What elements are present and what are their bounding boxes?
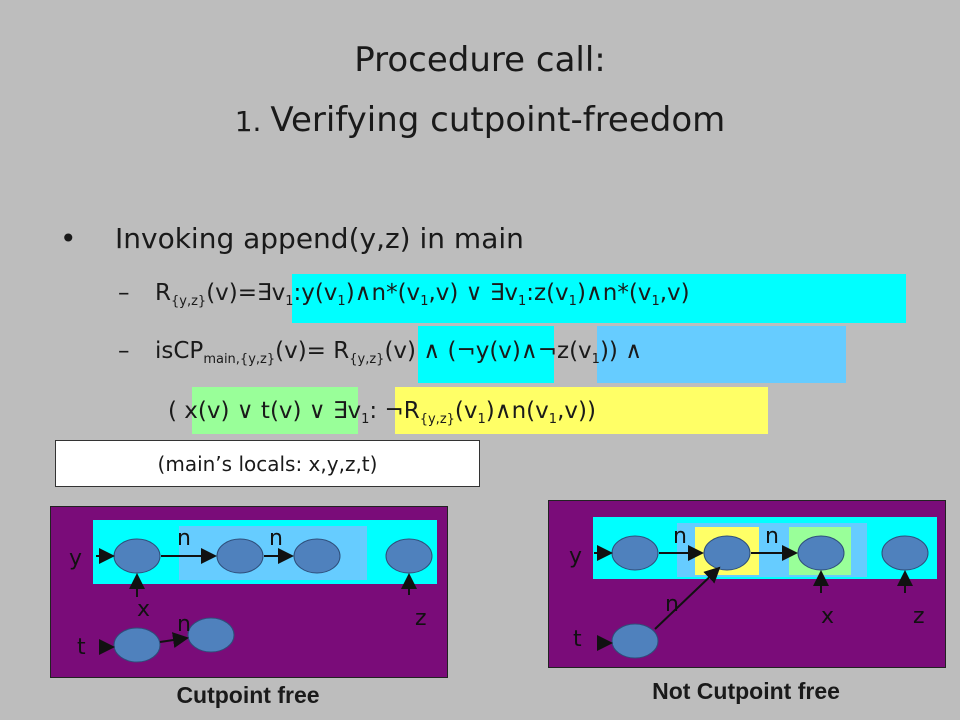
bullet-text: Invoking append(y,z) in main [115, 222, 524, 255]
node-y [611, 535, 659, 571]
title-text: Verifying cutpoint-freedom [270, 100, 726, 140]
node-z [385, 538, 433, 574]
node-t2 [187, 617, 235, 653]
formula-iscp-continuation: ( x(v) ∨ t(v) ∨ ∃v1: ¬R{y,z}(v1)∧n(v1,v)… [168, 398, 596, 427]
label-n3: n [177, 612, 191, 637]
label-n2: n [765, 524, 779, 549]
node-3 [797, 535, 845, 571]
label-x: x [137, 597, 150, 622]
edge-n3 [159, 632, 189, 648]
locals-text: (main’s locals: x,y,z,t) [157, 452, 378, 476]
diagram-cutpoint-free: y x z t n n n [50, 506, 448, 678]
title-line-2: 1. Verifying cutpoint-freedom [0, 100, 960, 140]
bullet-symbol: • [60, 222, 77, 255]
label-n2: n [269, 526, 283, 551]
node-3 [293, 538, 341, 574]
highlight-notyz-blue [597, 326, 846, 383]
caption-not-cutpoint-free: Not Cutpoint free [652, 678, 840, 704]
formula-iscp: isCPmain,{y,z}(v)= R{y,z}(v) ∧ (¬y(v)∧¬z… [155, 338, 643, 367]
node-2 [216, 538, 264, 574]
label-y: y [569, 544, 582, 569]
label-n3: n [665, 592, 679, 617]
highlight-r-cyan [418, 326, 554, 383]
locals-box: (main’s locals: x,y,z,t) [55, 440, 480, 487]
label-y: y [69, 546, 82, 571]
label-z: z [415, 606, 427, 631]
node-y [113, 538, 161, 574]
title-number: 1. [234, 105, 271, 138]
label-x: x [821, 604, 834, 629]
label-t: t [77, 635, 86, 660]
dash-2: – [118, 338, 130, 364]
label-t: t [573, 627, 582, 652]
edge-n3 [654, 566, 721, 630]
label-z: z [913, 604, 925, 629]
node-z [881, 535, 929, 571]
dash-1: – [118, 280, 130, 306]
title-line-1: Procedure call: [354, 40, 606, 80]
formula-r-definition: R{y,z}(v)=∃v1:y(v1)∧n*(v1,v) ∨ ∃v1:z(v1)… [155, 280, 690, 309]
label-n1: n [177, 526, 191, 551]
diagram-not-cutpoint-free: y x z t n n n [548, 500, 946, 668]
node-t [611, 623, 659, 659]
node-t [113, 627, 161, 663]
label-n1: n [673, 524, 687, 549]
highlight-exists-yellow [395, 387, 768, 434]
node-2 [703, 535, 751, 571]
highlight-xt-green [192, 387, 358, 434]
caption-cutpoint-free: Cutpoint free [176, 682, 320, 708]
highlight-exists-cyan [292, 274, 906, 323]
